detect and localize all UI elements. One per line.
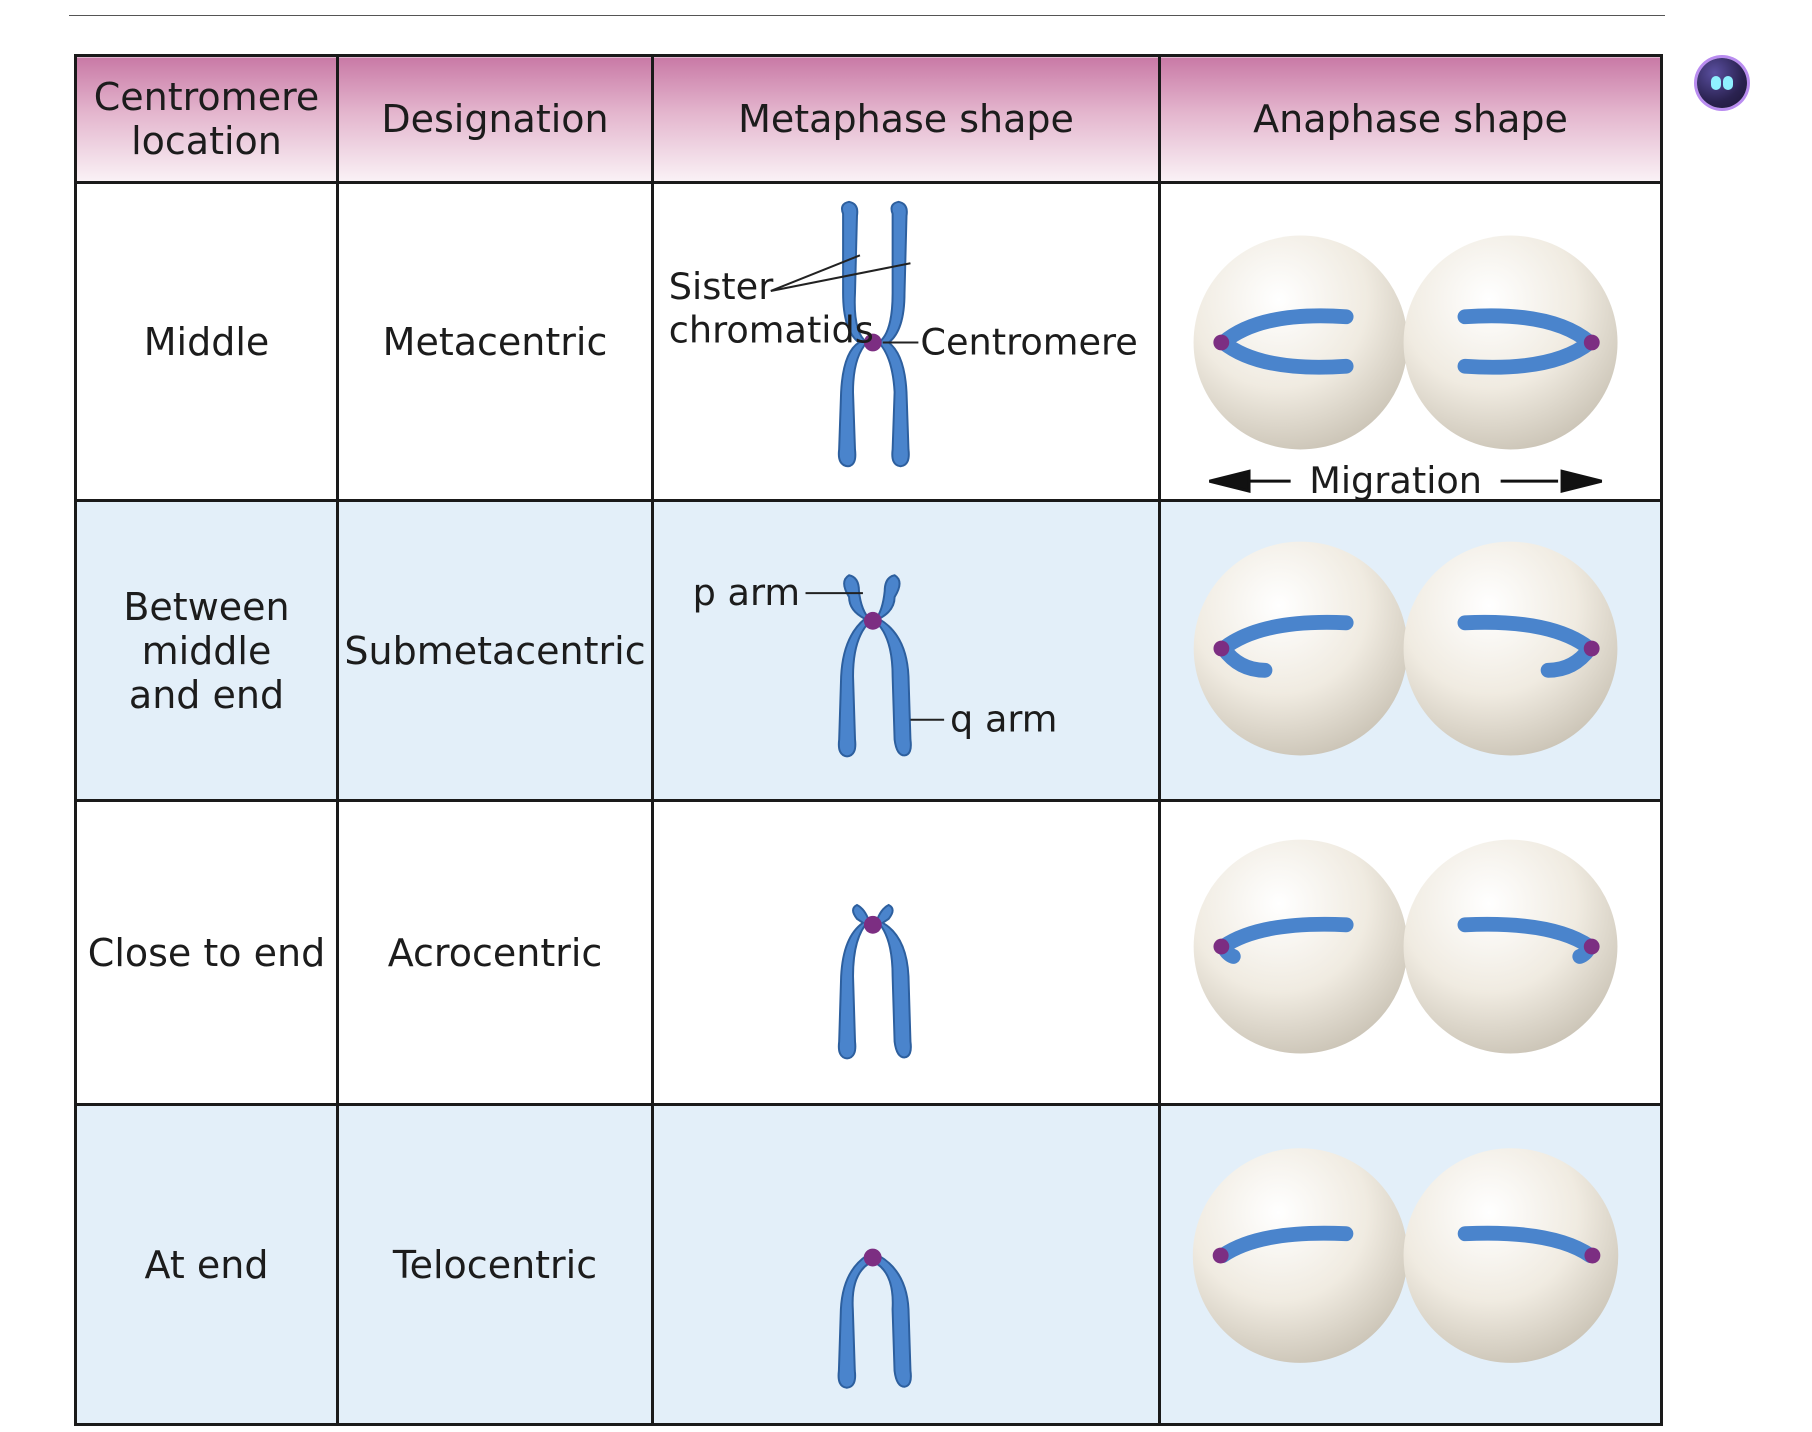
- robot-eye-icon: [1711, 76, 1721, 90]
- metaphase-cell: Sister chromatids Centromere: [651, 181, 1161, 502]
- designation-cell: Telocentric: [336, 1103, 654, 1426]
- acrocentric-anaphase-diagram: [1193, 839, 1618, 1054]
- metaphase-cell: [651, 1103, 1161, 1426]
- table-row: At end Telocentric: [74, 1103, 1663, 1426]
- header-designation: Designation: [336, 54, 654, 184]
- robot-eye-icon: [1723, 76, 1733, 90]
- chromatids-label: chromatids: [669, 308, 874, 351]
- metacentric-anaphase-diagram: Migration: [1193, 235, 1618, 502]
- acrocentric-chromosome-diagram: [837, 903, 912, 1060]
- telocentric-anaphase-diagram: [1192, 1148, 1619, 1363]
- table-row: Between middle and end Submetacentric p …: [74, 499, 1663, 802]
- metaphase-cell: [651, 799, 1161, 1106]
- centromere-classification-table: Centromere location Designation Metaphas…: [74, 54, 1663, 1426]
- anaphase-cell: [1158, 499, 1663, 802]
- p-arm-label: p arm: [693, 571, 800, 614]
- top-divider: [69, 15, 1665, 16]
- centromere-marker: [863, 333, 882, 352]
- anaphase-cell: [1158, 1103, 1663, 1426]
- location-cell: At end: [74, 1103, 339, 1426]
- telocentric-chromosome-diagram: [837, 1248, 912, 1389]
- designation-cell: Metacentric: [336, 181, 654, 502]
- migration-label: Migration: [1309, 459, 1482, 502]
- location-cell: Middle: [74, 181, 339, 502]
- location-cell: Close to end: [74, 799, 339, 1106]
- table-row: Close to end Acrocentric: [74, 799, 1663, 1106]
- header-centromere-location: Centromere location: [74, 54, 339, 184]
- sister-label: Sister: [669, 265, 774, 308]
- anaphase-cell: [1158, 799, 1663, 1106]
- submetacentric-chromosome-diagram: p arm q arm: [693, 571, 1057, 758]
- submetacentric-anaphase-diagram: [1193, 541, 1618, 756]
- table-row: Middle Metacentric Sister chromatids Cen…: [74, 181, 1663, 502]
- header-row: Centromere location Designation Metaphas…: [74, 54, 1663, 184]
- metaphase-cell: p arm q arm: [651, 499, 1161, 802]
- anaphase-cell: Migration: [1158, 181, 1663, 502]
- centromere-label: Centromere: [920, 320, 1137, 363]
- designation-cell: Acrocentric: [336, 799, 654, 1106]
- header-anaphase-shape: Anaphase shape: [1158, 54, 1663, 184]
- location-cell: Between middle and end: [74, 499, 339, 802]
- q-arm-label: q arm: [950, 698, 1057, 741]
- header-metaphase-shape: Metaphase shape: [651, 54, 1161, 184]
- robot-face-icon[interactable]: [1697, 58, 1747, 108]
- designation-cell: Submetacentric: [336, 499, 654, 802]
- metacentric-chromosome-diagram: Sister chromatids Centromere: [669, 200, 1138, 468]
